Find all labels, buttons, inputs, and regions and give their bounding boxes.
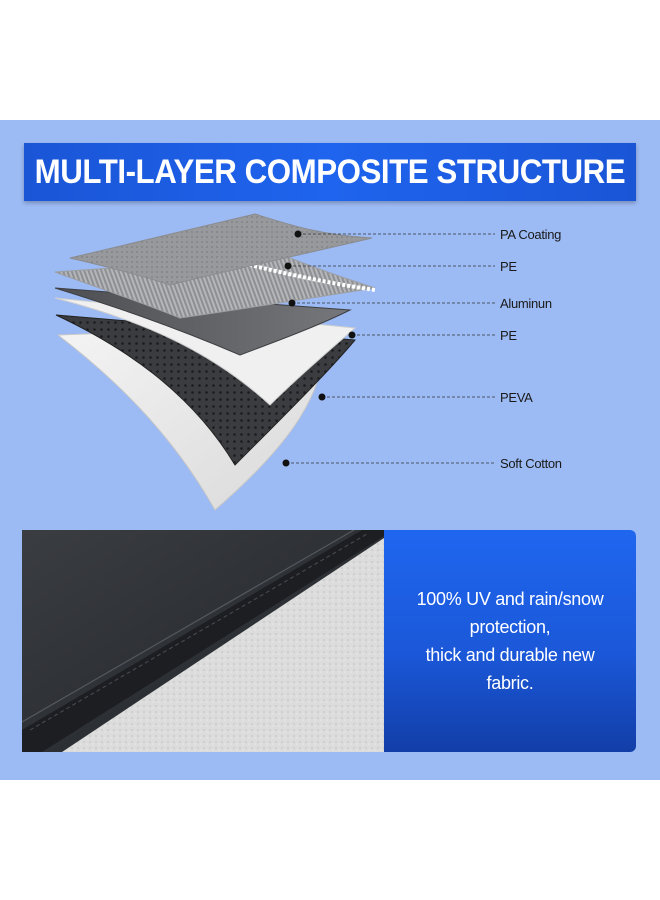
pointer-dot bbox=[348, 331, 356, 339]
feature-text: 100% UV and rain/snow protection, thick … bbox=[390, 585, 630, 697]
label-pa-coating: PA Coating bbox=[500, 227, 562, 242]
pointer-dot bbox=[282, 459, 290, 467]
banner-title: MULTI-LAYER COMPOSITE STRUCTURE bbox=[34, 152, 626, 191]
feature-line: protection, bbox=[469, 617, 551, 637]
pointer-dot bbox=[318, 393, 326, 401]
feature-line: fabric. bbox=[486, 673, 534, 693]
label-peva: PEVA bbox=[500, 390, 533, 405]
pointer-dot bbox=[284, 262, 292, 270]
layer-aluminium bbox=[54, 287, 352, 356]
feature-line: 100% UV and rain/snow bbox=[416, 589, 604, 609]
feature-card: 100% UV and rain/snow protection, thick … bbox=[384, 530, 636, 752]
title-banner: MULTI-LAYER COMPOSITE STRUCTURE bbox=[24, 143, 636, 201]
label-soft-cotton: Soft Cotton bbox=[500, 456, 562, 471]
label-pe-lower: PE bbox=[500, 328, 517, 343]
label-pe-upper: PE bbox=[500, 259, 517, 274]
feature-line: thick and durable new bbox=[425, 645, 595, 665]
pointer-dot bbox=[288, 299, 296, 307]
fabric-photo bbox=[22, 530, 384, 752]
label-aluminium: Aluminun bbox=[500, 296, 552, 311]
pointer-dot bbox=[294, 230, 302, 238]
layers-illustration bbox=[54, 213, 495, 511]
